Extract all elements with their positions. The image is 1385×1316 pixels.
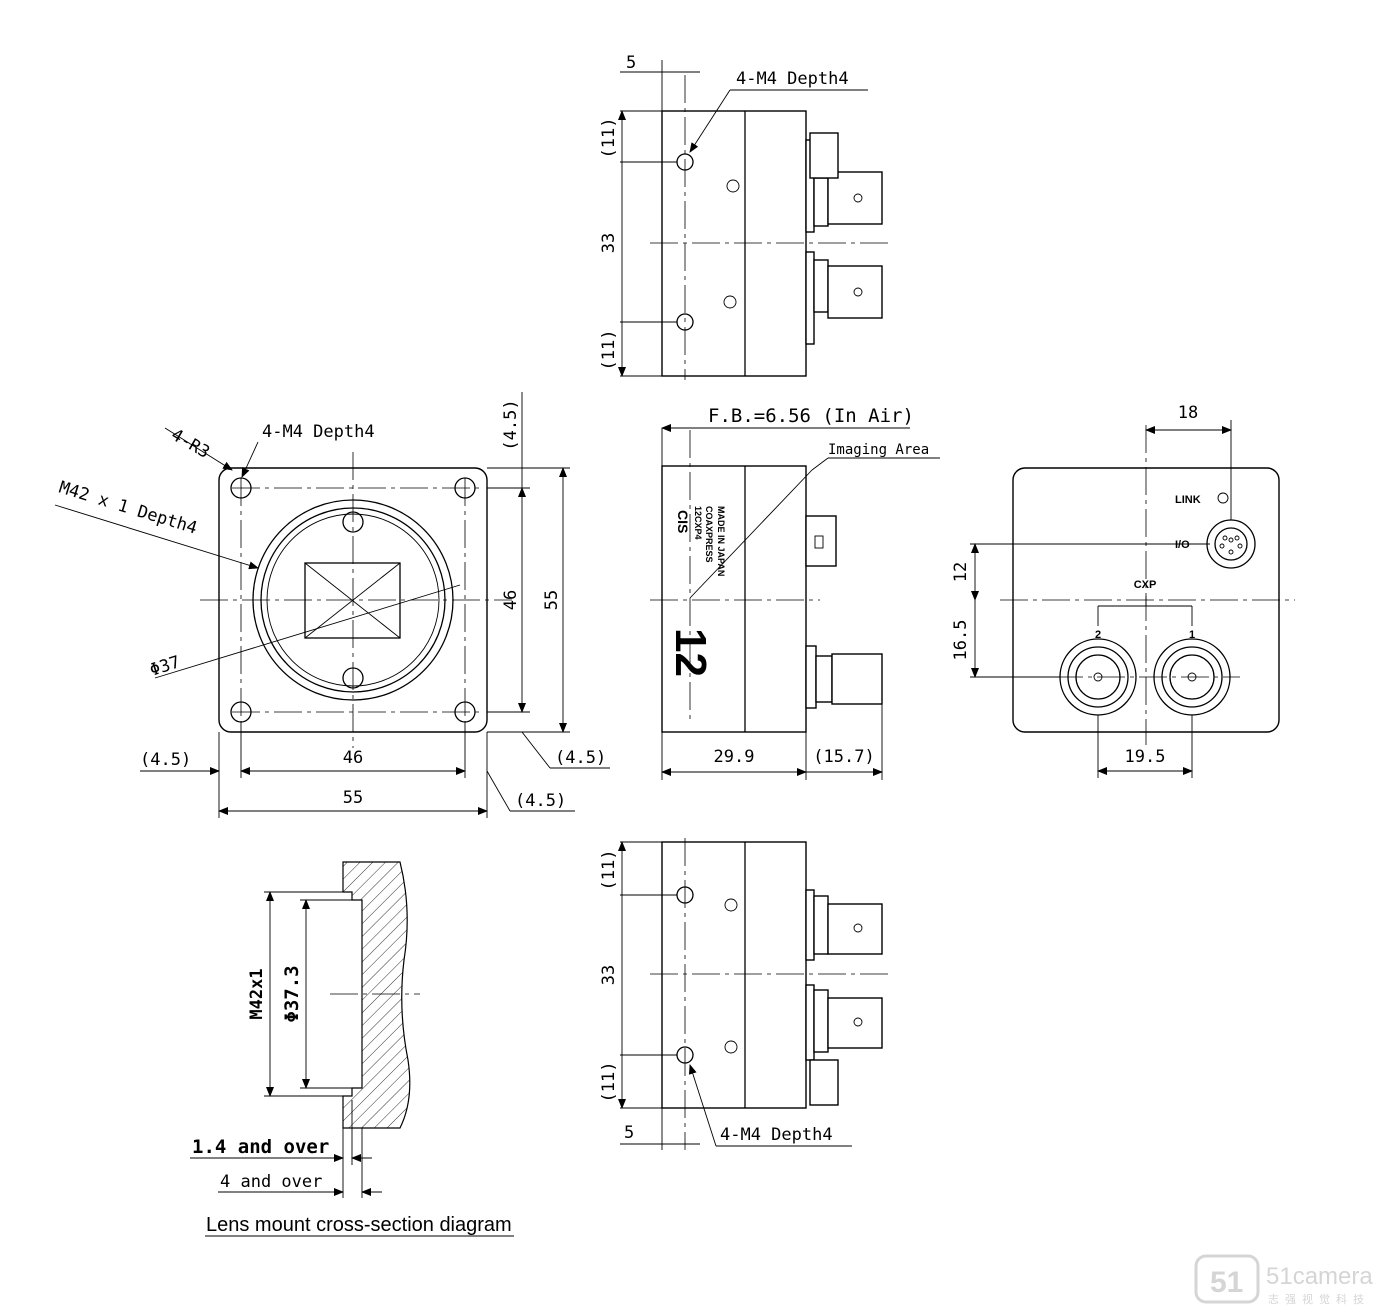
cross-section-view: M42x1 Φ37.3 1.4 and over 4 and over Lens… [190,861,514,1237]
rear-port-2-label: 2 [1095,629,1101,641]
front-view: 4-R3 4-M4 Depth4 M42 x 1 Depth4 Φ37 (4.5… [54,392,610,818]
top-dim-middle: 33 [599,233,619,253]
front-radius-note: 4-R3 [168,425,213,463]
rear-view: 18 LINK I/O CXP 2 1 12 16.5 19.5 [951,403,1295,778]
cross-section-caption: Lens mount cross-section diagram [206,1214,512,1236]
rear-link-label: LINK [1175,494,1201,506]
screw-icon [724,1040,738,1054]
watermark: 51 51camera 志强视觉科技 [1194,1254,1373,1306]
svg-text:51: 51 [1210,1266,1243,1299]
side-dim-connector: (15.7) [813,747,874,767]
front-dim-left: (4.5) [140,750,191,770]
front-dim-outer-width: 55 [343,788,363,808]
rear-dim-lower: 16.5 [951,620,971,661]
front-dim-inner-width: 46 [343,748,363,768]
rear-dim-upper: 12 [951,562,971,582]
top-dim-lower: (11) [599,330,619,371]
side-dim-body: 29.9 [714,747,755,767]
top-dim-upper: (11) [599,118,619,159]
rear-dim-bottom: 19.5 [1125,747,1166,767]
sensor-window [304,562,401,639]
front-diameter-note: Φ37 [147,652,182,681]
cross-dim-diameter: Φ37.3 [281,965,303,1022]
watermark-brand: 51camera [1266,1263,1373,1290]
front-dim-right-low: (4.5) [555,748,606,768]
side-imaging-note: Imaging Area [828,442,929,458]
front-mount-note: M42 x 1 Depth4 [57,478,200,539]
link-led-icon [1217,492,1229,504]
watermark-logo-icon [1194,1254,1260,1304]
cross-note-min-2: 4 and over [220,1172,322,1192]
label-model: 12CXP4 [693,506,703,540]
bottom-view: (11) 33 (11) 5 4-M4 Depth4 [599,838,890,1150]
label-brand: CIS [675,510,691,533]
front-dim-bottom-right: (4.5) [515,791,566,811]
bottom-hole-note: 4-M4 Depth4 [720,1125,833,1145]
front-dim-inner-height: 46 [501,590,521,610]
watermark-sub: 志强视觉科技 [1268,1292,1370,1306]
screw-icon [723,295,737,309]
top-view-body [661,110,807,377]
top-view: 5 4-M4 Depth4 (11) 33 (11) [599,53,890,380]
rear-cxp-label: CXP [1134,579,1157,591]
bottom-view-body [661,841,807,1109]
side-view: CIS 12CXP4 COAXPRESS MADE IN JAPAN 12 F.… [650,405,940,780]
screw-icon [726,179,740,193]
front-hole-note: 4-M4 Depth4 [262,422,375,442]
rear-dim-top: 18 [1178,403,1198,423]
side-fb-note: F.B.=6.56 (In Air) [708,405,914,427]
front-dim-top-right: (4.5) [501,399,521,450]
screw-icon [724,898,738,912]
rear-port-1-label: 1 [1189,629,1195,641]
bottom-dim-middle: 33 [599,965,619,985]
label-standard: COAXPRESS [704,506,714,563]
cross-dim-thread: M42x1 [247,968,267,1019]
side-view-body [661,465,807,733]
mount-section [342,861,411,1129]
label-origin: MADE IN JAPAN [716,506,726,576]
rear-io-label: I/O [1175,539,1190,551]
front-dim-outer-height: 55 [542,590,562,610]
label-big-number: 12 [666,628,715,677]
bottom-dim-lower: (11) [599,1062,619,1103]
bottom-dim-upper: (11) [599,850,619,891]
cross-note-min-1: 1.4 and over [192,1136,329,1158]
top-hole-note: 4-M4 Depth4 [736,69,849,89]
top-dim-offset: 5 [626,53,636,73]
bottom-dim-offset: 5 [624,1123,634,1143]
